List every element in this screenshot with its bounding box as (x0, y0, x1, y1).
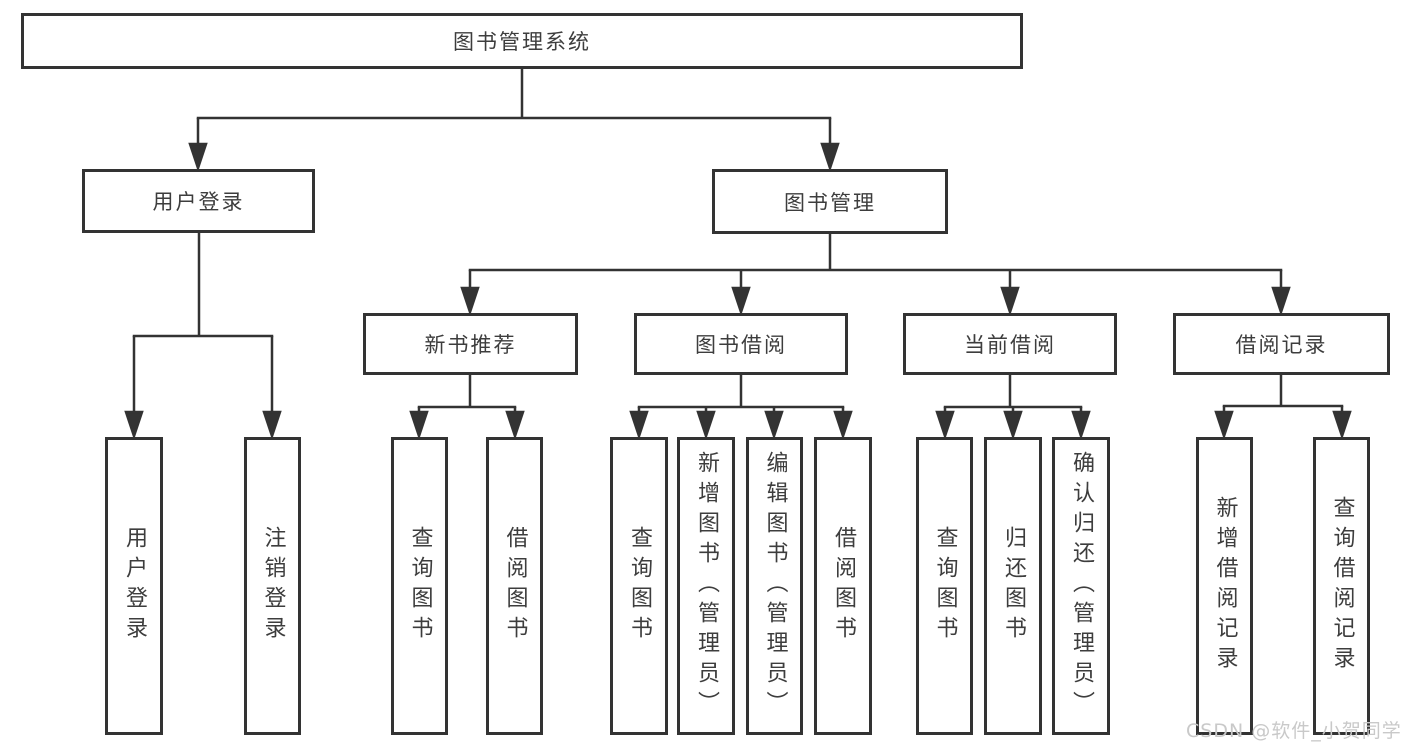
leaf-cb-return-books: 归还图书 (984, 437, 1042, 735)
leaf-label: 查询图书 (407, 526, 433, 646)
watermark-text: CSDN @软件_小贺同学 (1186, 720, 1402, 742)
leaf-label: 编辑图书（管理员） (762, 451, 788, 721)
leaf-label: 归还图书 (1001, 526, 1026, 646)
leaf-label: 注销登录 (260, 526, 286, 646)
leaf-label: 借阅图书 (502, 526, 528, 646)
leaf-label: 新增借阅记录 (1212, 496, 1238, 676)
leaf-bb-add-books-admin: 新增图书（管理员） (677, 437, 735, 735)
node-library-system: 图书管理系统 (21, 13, 1023, 69)
leaf-user-login: 用户登录 (105, 437, 163, 735)
leaf-label: 借阅图书 (831, 526, 856, 646)
leaf-nb-borrow-books: 借阅图书 (486, 437, 543, 735)
leaf-br-query-record: 查询借阅记录 (1313, 437, 1370, 735)
leaf-label: 查询图书 (627, 526, 652, 646)
node-new-book-recommend: 新书推荐 (363, 313, 578, 375)
leaf-bb-edit-books-admin: 编辑图书（管理员） (746, 437, 803, 735)
node-current-borrowing: 当前借阅 (903, 313, 1117, 375)
node-book-management: 图书管理 (712, 169, 948, 234)
leaf-bb-borrow-books: 借阅图书 (814, 437, 872, 735)
node-user-login: 用户登录 (82, 169, 315, 233)
leaf-label: 新增图书（管理员） (694, 451, 719, 721)
leaf-cb-confirm-return-admin: 确认归还（管理员） (1052, 437, 1110, 735)
leaf-label: 确认归还（管理员） (1069, 451, 1094, 721)
leaf-label: 用户登录 (122, 526, 147, 646)
leaf-nb-query-books: 查询图书 (391, 437, 448, 735)
leaf-bb-query-books: 查询图书 (610, 437, 668, 735)
leaf-label: 查询借阅记录 (1329, 496, 1355, 676)
leaf-br-add-record: 新增借阅记录 (1196, 437, 1253, 735)
node-book-borrowing: 图书借阅 (634, 313, 848, 375)
leaf-cb-query-books: 查询图书 (916, 437, 973, 735)
node-borrowing-records: 借阅记录 (1173, 313, 1390, 375)
leaf-label: 查询图书 (932, 526, 958, 646)
leaf-logout: 注销登录 (244, 437, 301, 735)
